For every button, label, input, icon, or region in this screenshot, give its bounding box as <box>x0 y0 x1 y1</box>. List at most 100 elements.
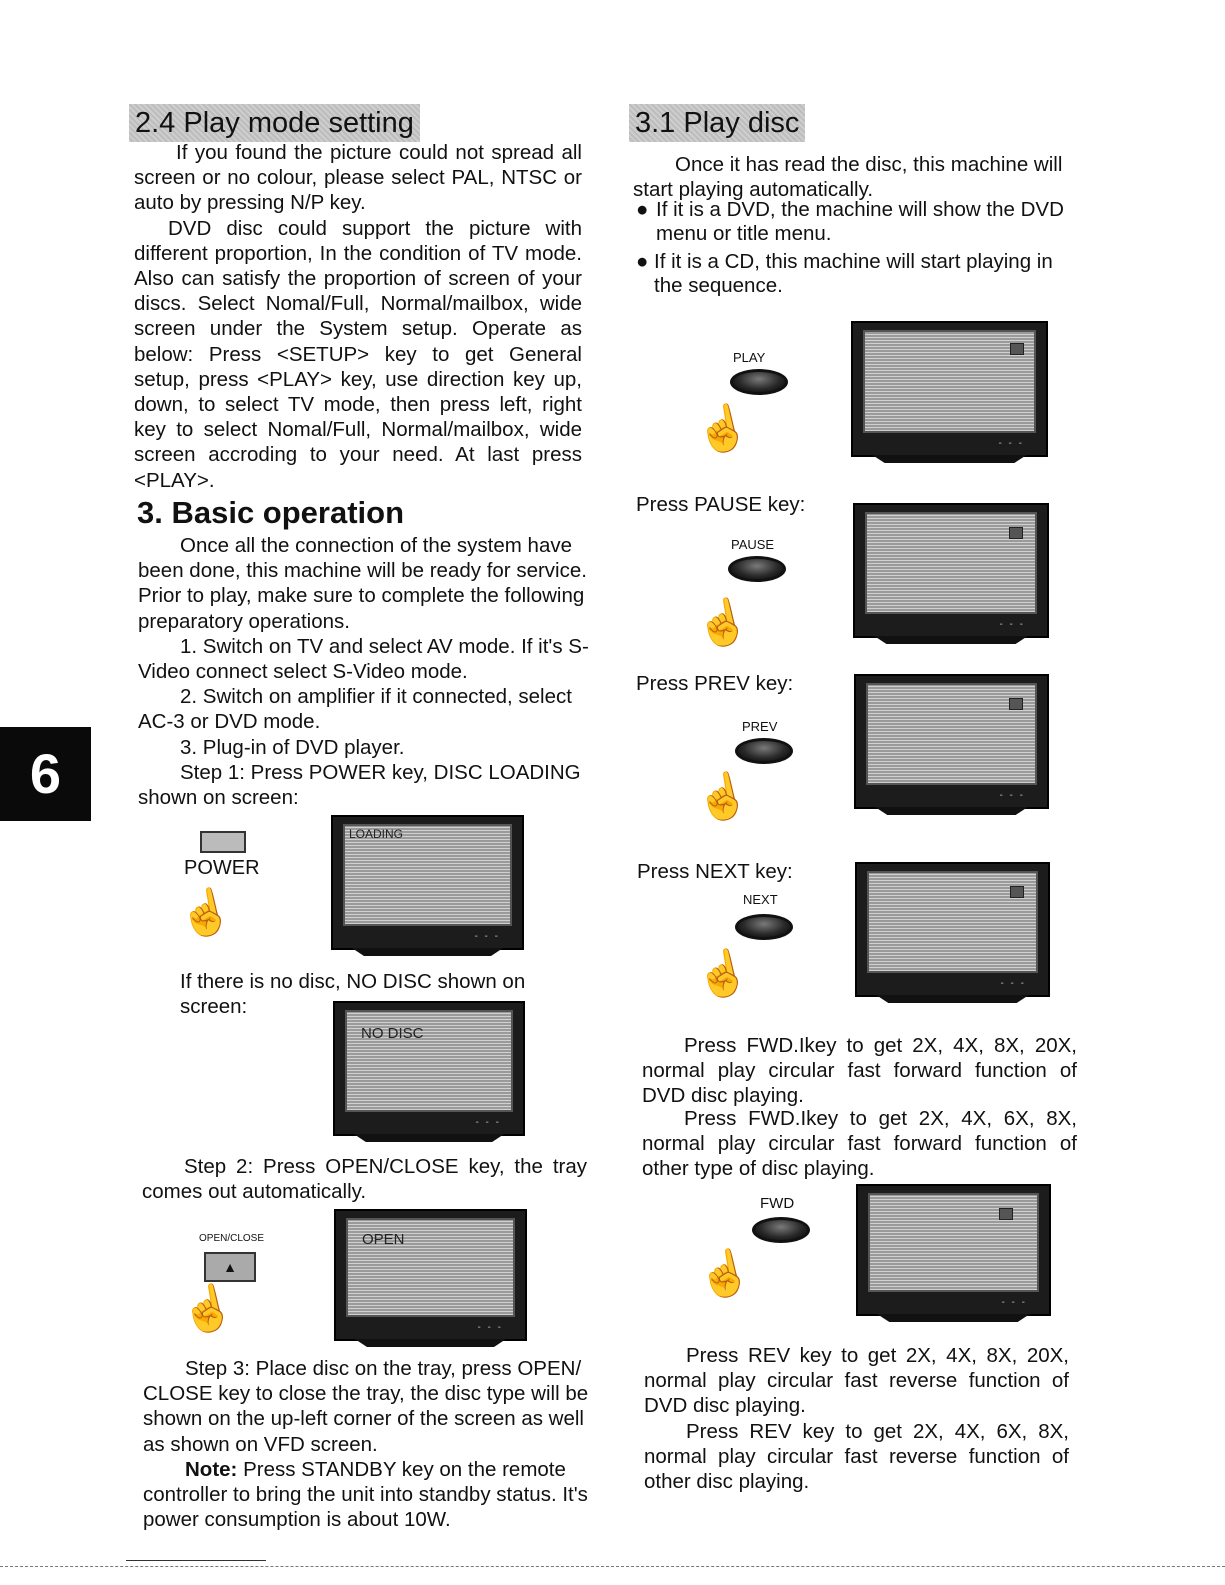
basic-operation-title: 3. Basic operation <box>137 495 405 530</box>
step2-paragraph: Step 2: Press OPEN/CLOSE key, the tray c… <box>142 1154 587 1204</box>
fwd-label: FWD <box>760 1195 795 1212</box>
no-disc-text: If there is no disc, NO DISC shown on sc… <box>180 970 526 1019</box>
tv-base <box>354 1339 507 1347</box>
tv-speaker-dots: - - - <box>998 438 1024 449</box>
tv-no-disc: NO DISC - - - <box>333 1001 525 1142</box>
section-title-play-mode: 2.4 Play mode setting <box>129 104 420 142</box>
pointing-hand-icon: ☝ <box>173 883 238 944</box>
power-button[interactable] <box>200 831 246 853</box>
fwd-button[interactable] <box>752 1217 810 1243</box>
tv-screen <box>865 512 1037 614</box>
tv-loading: LOADING - - - <box>331 815 524 956</box>
prev-label: PREV <box>742 719 778 734</box>
basic-operation-paragraph: Once all the connection of the system ha… <box>138 533 590 810</box>
next-indicator-icon <box>1010 886 1024 898</box>
tv-base <box>877 1314 1030 1322</box>
bullet-dot-icon: ● <box>636 250 649 273</box>
fwd-dvd-text: Press FWD.Ikey to get 2X, 4X, 8X, 20X, n… <box>642 1034 1077 1108</box>
bullet-dot-icon: ● <box>636 198 649 221</box>
rev-dvd-text: Press REV key to get 2X, 4X, 8X, 20X, no… <box>644 1344 1069 1418</box>
footer-rule <box>126 1560 266 1561</box>
pointing-hand-icon: ☝ <box>692 1244 757 1305</box>
basic-operation-text: Once all the connection of the system ha… <box>138 534 587 633</box>
play-mode-paragraph: If you found the picture could not sprea… <box>134 140 582 493</box>
rev-paragraph: Press REV key to get 2X, 4X, 8X, 20X, no… <box>644 1343 1069 1494</box>
play-label: PLAY <box>733 350 766 365</box>
tv-speaker-dots: - - - <box>1001 1297 1027 1308</box>
prev-heading: Press PREV key: <box>636 672 794 695</box>
pointing-hand-icon: ☝ <box>690 767 755 828</box>
play-mode-text-2: DVD disc could support the picture with … <box>134 216 582 492</box>
next-label: NEXT <box>743 892 778 907</box>
pause-label: PAUSE <box>731 537 775 552</box>
intro-text: Once it has read the disc, this machine … <box>633 153 1063 202</box>
play-mode-text-1: If you found the picture could not sprea… <box>134 141 582 215</box>
tv-screen <box>345 1010 513 1112</box>
bullet-dvd: ● If it is a DVD, the machine will show … <box>636 198 1081 245</box>
play-button[interactable] <box>730 369 788 395</box>
pause-heading: Press PAUSE key: <box>636 493 806 516</box>
tv-base <box>353 1134 505 1142</box>
tv-screen <box>868 1193 1039 1292</box>
step1-text: Step 1: Press POWER key, DISC LOADING sh… <box>138 760 581 810</box>
tv-speaker-dots: - - - <box>477 1322 503 1333</box>
footer-line <box>0 1566 1225 1567</box>
step2-text: Step 2: Press OPEN/CLOSE key, the tray c… <box>142 1155 587 1204</box>
play-disc-intro: Once it has read the disc, this machine … <box>633 152 1081 202</box>
tv-prev: - - - <box>854 674 1049 815</box>
osd-loading: LOADING <box>349 827 404 841</box>
tv-speaker-dots: - - - <box>1000 978 1026 989</box>
step-switch-amp: 2. Switch on amplifier if it connected, … <box>138 685 572 734</box>
tv-speaker-dots: - - - <box>999 619 1025 630</box>
next-heading: Press NEXT key: <box>637 860 793 883</box>
tv-screen <box>867 871 1038 973</box>
osd-no-disc: NO DISC <box>361 1025 424 1042</box>
pointing-hand-icon: ☝ <box>690 399 755 460</box>
tv-speaker-dots: - - - <box>474 931 500 942</box>
pause-indicator-icon <box>1009 527 1023 539</box>
step3-text: Step 3: Place disc on the tray, press OP… <box>143 1357 589 1456</box>
note-text: Note: Press STANDBY key on the remote co… <box>143 1457 593 1533</box>
open-close-button[interactable]: ▲ <box>204 1252 256 1282</box>
tv-screen <box>346 1218 515 1317</box>
tv-base <box>874 636 1028 644</box>
step-plugin: 3. Plug-in of DVD player. <box>180 735 405 759</box>
tv-fwd: - - - <box>856 1184 1051 1322</box>
bullet-cd-text: If it is a CD, this machine will start p… <box>654 250 1053 297</box>
tv-base <box>351 948 504 956</box>
page-number-tab: 6 <box>0 727 91 821</box>
rev-other-text: Press REV key to get 2X, 4X, 6X, 8X, nor… <box>644 1419 1069 1494</box>
play-indicator-icon <box>1010 343 1024 355</box>
next-button[interactable] <box>735 914 793 940</box>
bullet-dvd-text: If it is a DVD, the machine will show th… <box>656 198 1064 245</box>
tv-base <box>876 995 1029 1003</box>
section-title-play-disc: 3.1 Play disc <box>629 104 806 142</box>
eject-icon: ▲ <box>223 1259 237 1275</box>
tv-pause: - - - <box>853 503 1049 644</box>
tv-screen <box>866 683 1037 785</box>
osd-open: OPEN <box>362 1231 405 1248</box>
tv-open: OPEN - - - <box>334 1209 527 1347</box>
prev-indicator-icon <box>1009 698 1023 710</box>
pointing-hand-icon: ☝ <box>690 593 755 654</box>
tv-next: - - - <box>855 862 1050 1003</box>
step3-paragraph: Step 3: Place disc on the tray, press OP… <box>143 1356 593 1532</box>
pointing-hand-icon: ☝ <box>175 1279 240 1340</box>
fwd-paragraph: Press FWD.Ikey to get 2X, 4X, 8X, 20X, n… <box>642 1033 1077 1181</box>
step-switch-tv: 1. Switch on TV and select AV mode. If i… <box>138 634 589 684</box>
bullet-cd: ● If it is a CD, this machine will start… <box>636 250 1081 297</box>
note-body: Press STANDBY key on the remote controll… <box>143 1457 588 1532</box>
tv-base <box>875 807 1028 815</box>
tv-speaker-dots: - - - <box>475 1117 501 1128</box>
open-close-label: OPEN/CLOSE <box>199 1233 265 1244</box>
prev-button[interactable] <box>735 738 793 764</box>
pointing-hand-icon: ☝ <box>690 944 755 1005</box>
tv-speaker-dots: - - - <box>999 790 1025 801</box>
pause-button[interactable] <box>728 556 786 582</box>
fwd-indicator-icon <box>999 1208 1013 1220</box>
tv-base <box>872 455 1027 463</box>
note-label: Note: <box>185 1457 238 1481</box>
tv-screen <box>863 330 1036 433</box>
tv-screen <box>343 824 512 926</box>
power-label: POWER <box>184 857 260 879</box>
